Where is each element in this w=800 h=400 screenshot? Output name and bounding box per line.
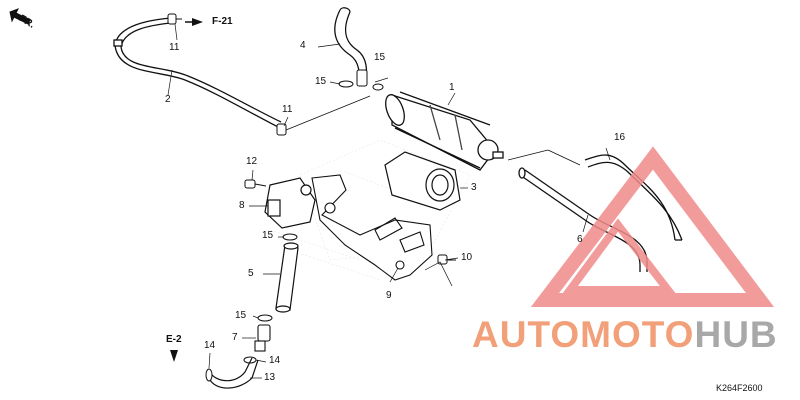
- clamp-14-left: [205, 368, 213, 382]
- tube-5: [275, 242, 299, 313]
- reference-f21[interactable]: F-21: [212, 16, 233, 27]
- drawing-code: K264F2600: [716, 383, 763, 393]
- callout-6: 6: [577, 234, 583, 245]
- callout-2: 2: [165, 94, 171, 105]
- callout-15-low: 15: [235, 310, 247, 321]
- watermark-brand: AUTOMOTOHUB: [472, 316, 778, 353]
- watermark-brand-part2: HUB: [694, 314, 778, 355]
- hose-2: [113, 17, 282, 128]
- callout-11-top: 11: [169, 42, 180, 53]
- watermark-brand-part1: AUTOMOTO: [472, 314, 695, 355]
- clamp-15-low: [257, 314, 273, 322]
- clamp-15-mid: [282, 233, 298, 241]
- callout-8: 8: [239, 200, 245, 211]
- bolt-12: [244, 179, 267, 189]
- callout-9: 9: [386, 290, 392, 301]
- callout-15-left: 15: [315, 76, 327, 87]
- leader-lines: [167, 23, 611, 379]
- callout-3: 3: [471, 182, 477, 193]
- clip-11-right: [276, 123, 287, 136]
- callout-16: 16: [614, 132, 626, 143]
- solenoid-8: [264, 177, 316, 229]
- background-watermark: [269, 139, 471, 281]
- callout-15-top: 15: [374, 52, 386, 63]
- hose-16: [584, 154, 683, 241]
- callout-1: 1: [449, 82, 455, 93]
- callout-10: 10: [461, 252, 473, 263]
- callout-7: 7: [232, 332, 238, 343]
- front-arrow-icon: [9, 8, 31, 25]
- callout-4: 4: [300, 40, 306, 51]
- f21-arrow-icon: [185, 18, 203, 26]
- canister-1: [385, 91, 504, 171]
- stay-9: [311, 174, 433, 281]
- callout-14-left: 14: [204, 340, 216, 351]
- callout-12: 12: [246, 156, 258, 167]
- e2-arrow-icon: [170, 350, 178, 362]
- bracket-3: [384, 151, 461, 211]
- callout-15-mid: 15: [262, 230, 274, 241]
- callout-13: 13: [264, 372, 276, 383]
- reference-e2[interactable]: E-2: [166, 334, 182, 345]
- clamps-15-top: [338, 69, 384, 91]
- callout-11-right: 11: [282, 104, 293, 115]
- callout-14-right: 14: [269, 355, 281, 366]
- joint-7: [254, 324, 271, 352]
- callout-5: 5: [248, 268, 254, 279]
- watermark-triangle-icon: [530, 146, 775, 307]
- clip-11-top: [167, 13, 182, 25]
